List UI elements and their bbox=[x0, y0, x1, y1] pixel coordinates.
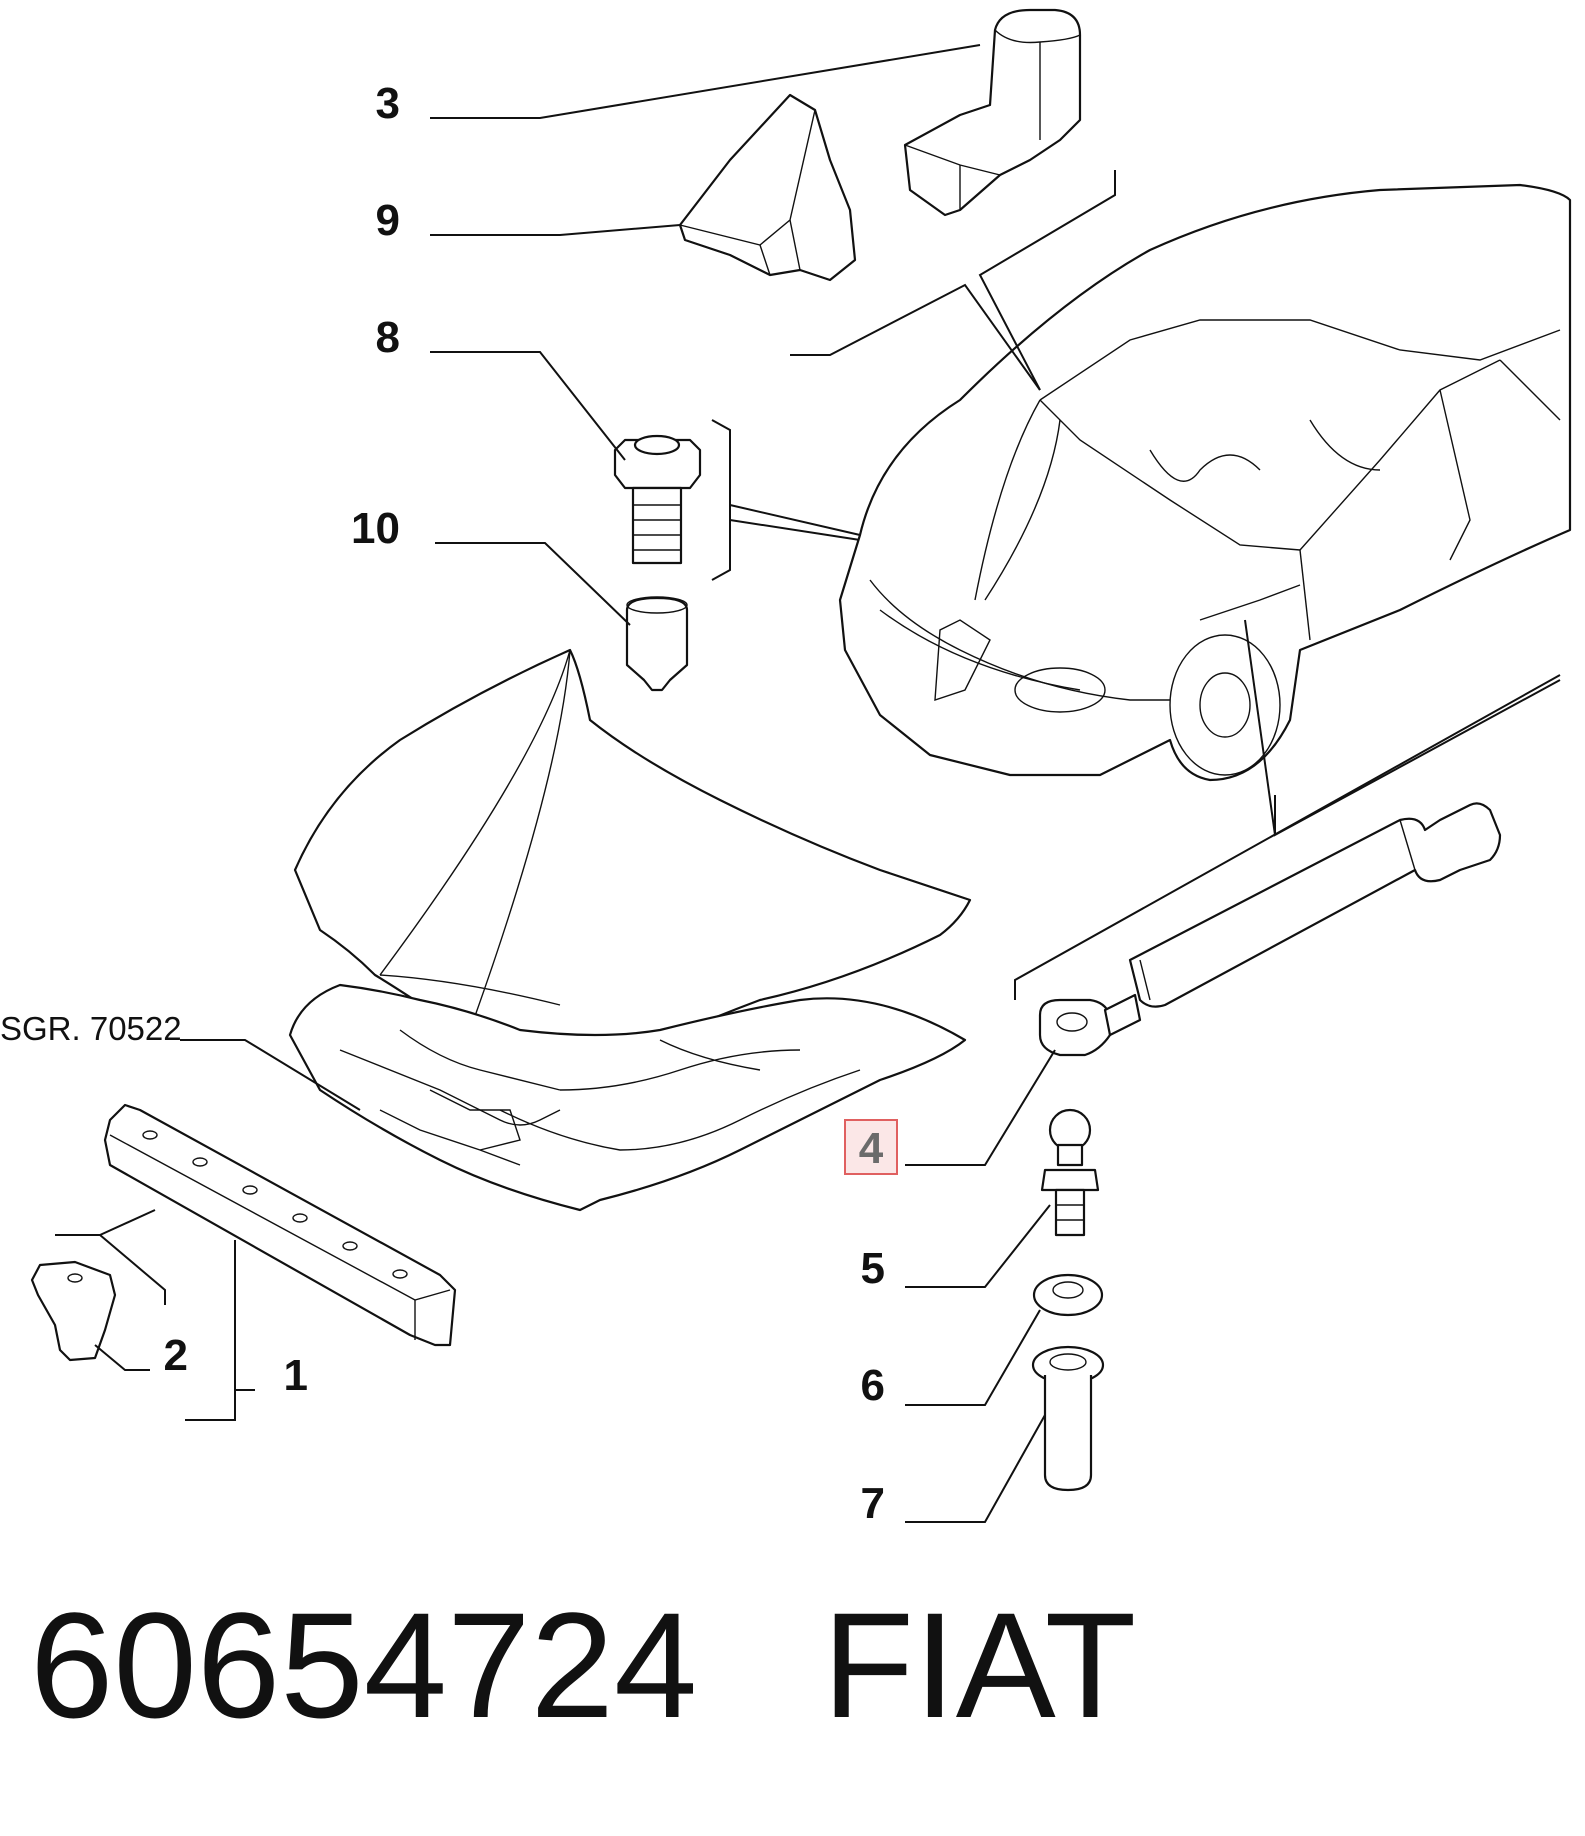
part-2-clip bbox=[30, 1260, 117, 1362]
part-1-seal bbox=[103, 1103, 457, 1347]
callout-3: 3 bbox=[376, 79, 400, 128]
part-9-wedge bbox=[678, 93, 857, 282]
leader-lines bbox=[94, 44, 1056, 1523]
bonnet-liner bbox=[288, 983, 967, 1212]
callout-5: 5 bbox=[861, 1244, 885, 1293]
part-number: 60654724 bbox=[30, 1581, 698, 1749]
car-illustration bbox=[838, 183, 1572, 782]
callout-7: 7 bbox=[861, 1479, 885, 1528]
part-7-bushing bbox=[1031, 1345, 1105, 1492]
bracket-8-10 bbox=[711, 419, 731, 581]
part-10-cap bbox=[625, 596, 689, 692]
callout-8: 8 bbox=[376, 313, 400, 362]
callout-10: 10 bbox=[351, 504, 400, 553]
part-6-washer bbox=[1032, 1273, 1104, 1317]
part-4-gas-strut bbox=[1038, 802, 1502, 1057]
part-3-bracket bbox=[903, 8, 1082, 217]
part-5-ball-stud bbox=[1040, 1108, 1100, 1237]
callout-9: 9 bbox=[376, 196, 400, 245]
part-8-bump-stop bbox=[613, 434, 702, 565]
callout-2: 2 bbox=[164, 1331, 188, 1380]
footer-caption: 60654724 FIAT bbox=[30, 1590, 1136, 1740]
sgr-reference: SGR. 70522 bbox=[0, 1010, 182, 1047]
callout-4: 4 bbox=[859, 1124, 884, 1173]
callout-6: 6 bbox=[861, 1361, 885, 1410]
brand-name: FIAT bbox=[822, 1581, 1137, 1749]
highlight-box-4 bbox=[844, 1119, 898, 1175]
callout-1: 1 bbox=[284, 1351, 308, 1400]
bonnet bbox=[293, 648, 972, 1062]
